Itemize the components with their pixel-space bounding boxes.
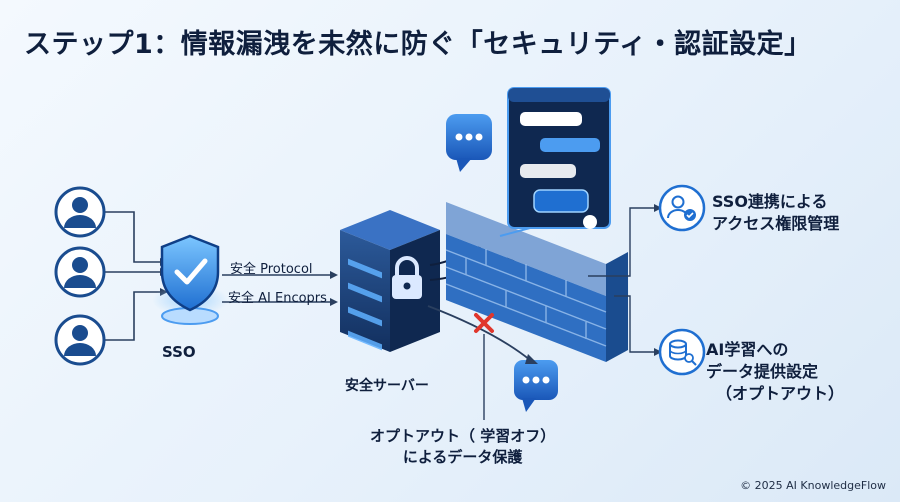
- firewall-icon: [445, 202, 628, 362]
- feature-sso-access: SSO連携による アクセス権限管理: [712, 191, 839, 235]
- chat-window-icon: [507, 87, 611, 229]
- chat-bubble-icon: [514, 360, 558, 412]
- user-check-icon: [658, 184, 706, 232]
- optout-label-line2: によるデータ保護: [402, 448, 523, 466]
- database-search-icon: [658, 328, 706, 376]
- feature-optout-line1: AI学習への: [706, 340, 789, 359]
- feature-optout-line2: データ提供設定: [706, 362, 819, 381]
- optout-label: オプトアウト（ 学習オフ） によるデータ保護: [370, 426, 555, 468]
- user-icon: [54, 246, 106, 298]
- protocol-label: 安全 Protocol: [230, 262, 313, 277]
- copyright: © 2025 AI KnowledgeFlow: [740, 479, 886, 492]
- shield-check-icon: [152, 234, 228, 325]
- user-icon: [54, 186, 106, 238]
- lock-icon: [392, 256, 422, 299]
- user-icon: [54, 314, 106, 366]
- user-connectors: [104, 211, 160, 341]
- feature-optout-line3: （オプトアウト）: [716, 384, 845, 403]
- encryption-label: 安全 AI Encoprs: [228, 291, 327, 306]
- feature-optout: AI学習への データ提供設定 （オプトアウト）: [706, 339, 844, 405]
- sso-label: SSO: [162, 343, 196, 361]
- feature-sso-line1: SSO連携による: [712, 192, 828, 211]
- chat-bubble-icon: [446, 114, 492, 172]
- feature-sso-line2: アクセス権限管理: [712, 214, 840, 233]
- blocked-x-icon: [474, 313, 494, 333]
- server-label: 安全サーバー: [345, 378, 429, 394]
- page-title: ステップ1：情報漏洩を未然に防ぐ「セキュリティ・認証設定」: [24, 29, 812, 60]
- optout-label-line1: オプトアウト（ 学習オフ）: [370, 427, 556, 445]
- server-icon: [340, 210, 440, 352]
